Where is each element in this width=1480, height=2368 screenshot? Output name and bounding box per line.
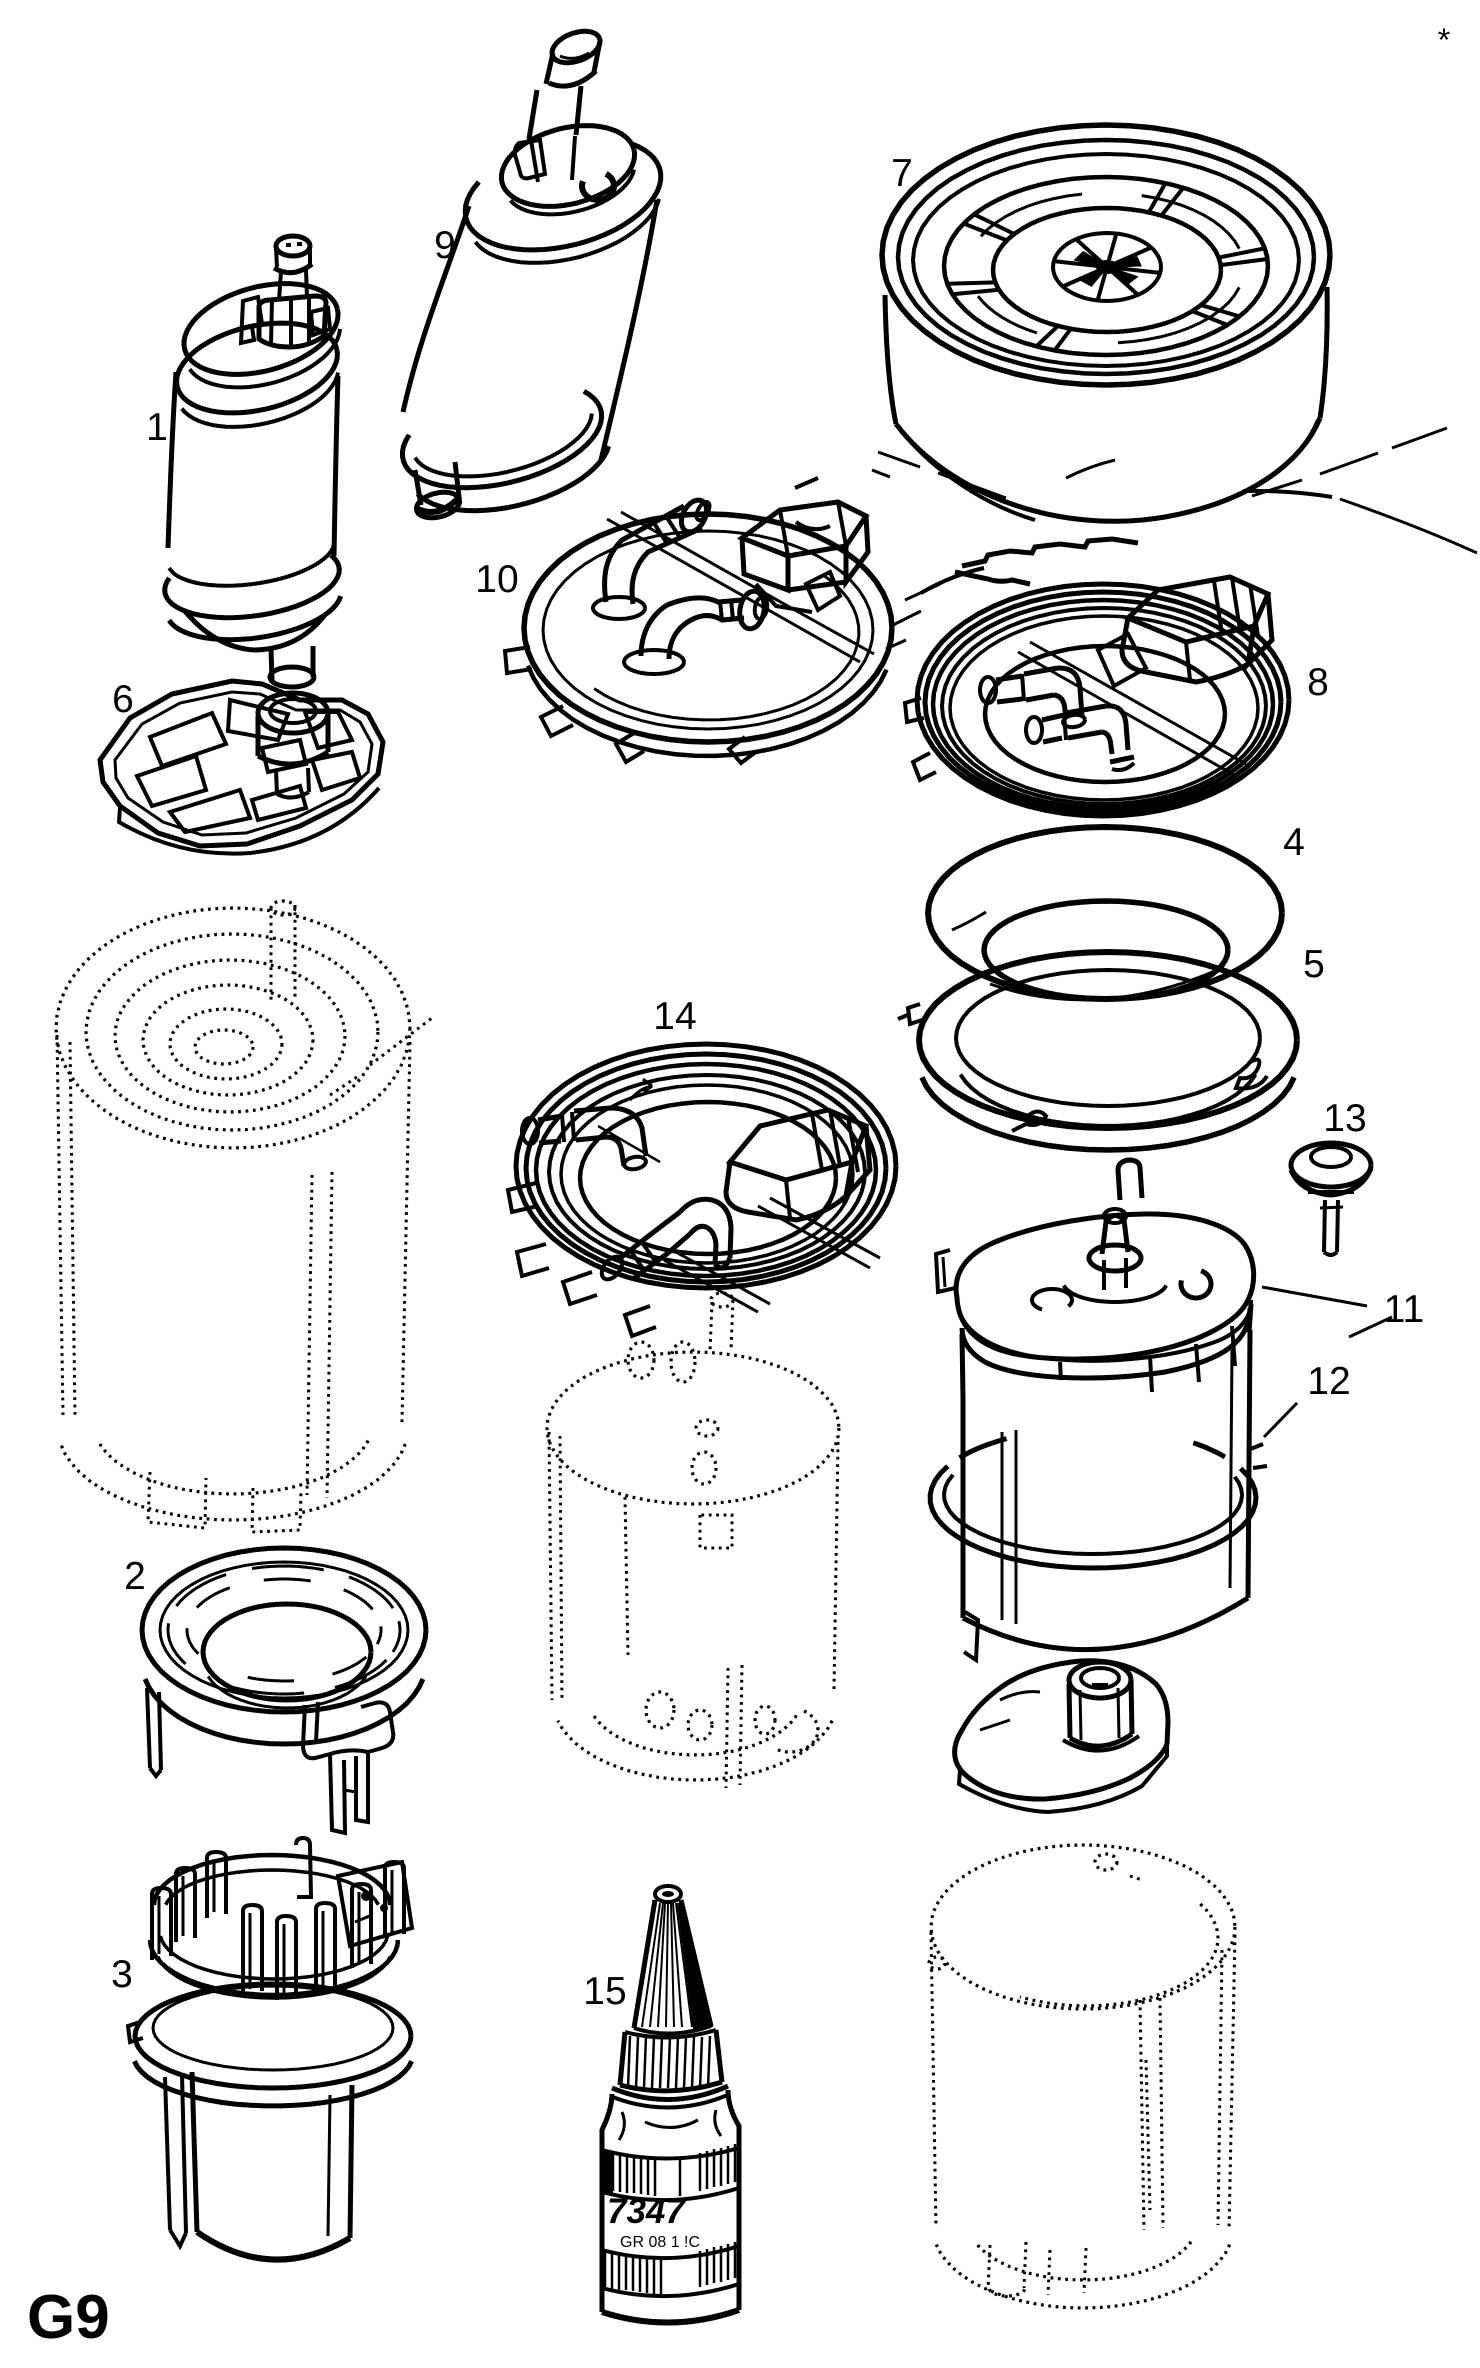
svg-text:G9: G9 xyxy=(27,2283,110,2352)
svg-text:7: 7 xyxy=(891,152,913,195)
svg-text:*: * xyxy=(1438,22,1450,58)
svg-text:4: 4 xyxy=(1283,821,1305,864)
svg-text:8: 8 xyxy=(1307,661,1329,704)
svg-text:13: 13 xyxy=(1323,1097,1366,1140)
svg-text:15: 15 xyxy=(583,1970,626,2013)
svg-text:12: 12 xyxy=(1307,1360,1350,1403)
svg-text:9: 9 xyxy=(434,224,456,267)
svg-text:GR 08 1 !C: GR 08 1 !C xyxy=(620,2234,700,2251)
svg-text:10: 10 xyxy=(475,558,518,601)
svg-text:6: 6 xyxy=(112,678,134,721)
svg-text:14: 14 xyxy=(653,995,696,1038)
svg-text:2: 2 xyxy=(124,1555,146,1598)
svg-text:11: 11 xyxy=(1384,1288,1425,1331)
svg-text:7347: 7347 xyxy=(607,2192,686,2231)
svg-text:1: 1 xyxy=(146,406,168,449)
svg-text:5: 5 xyxy=(1303,943,1325,986)
svg-text:3: 3 xyxy=(111,1953,133,1996)
